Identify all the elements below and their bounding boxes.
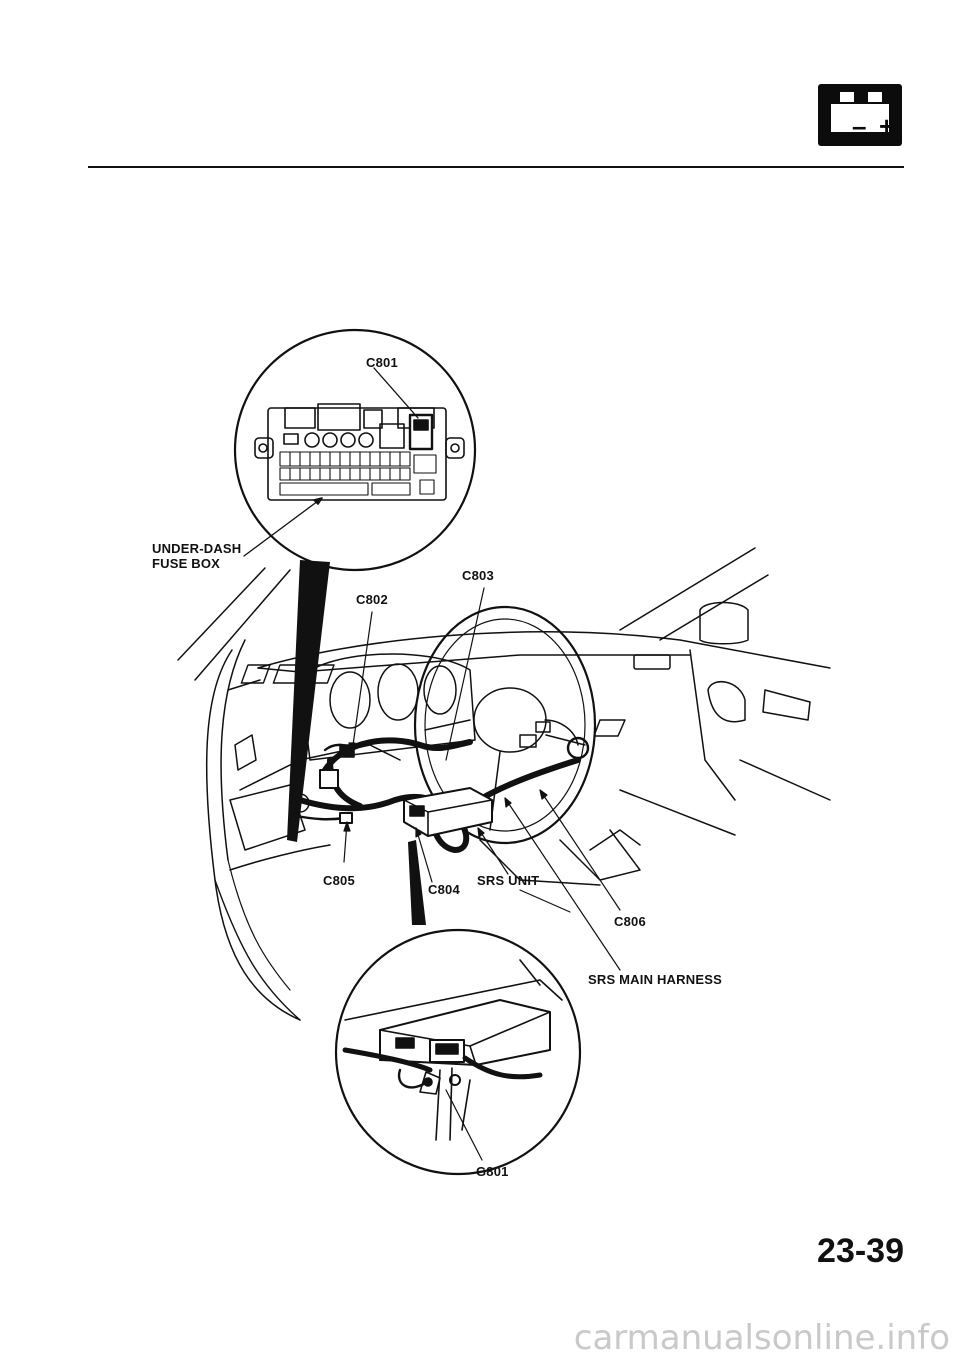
srs-unit-detail-circle	[334, 928, 582, 1176]
dashboard-drawing	[177, 547, 831, 1021]
label-c805: C805	[323, 873, 355, 888]
label-c803: C803	[462, 568, 494, 583]
label-c804: C804	[428, 882, 460, 897]
header-rule	[88, 166, 904, 168]
label-c802: C802	[356, 592, 388, 607]
label-g801: G801	[476, 1164, 509, 1179]
footer-watermark[interactable]: carmanualsonline.info	[573, 1318, 950, 1358]
label-under-dash-fuse-box-line2: FUSE BOX	[152, 556, 221, 571]
label-under-dash-fuse-box-line1: UNDER-DASH	[152, 541, 242, 556]
fuse-box-detail-circle	[233, 328, 477, 572]
label-c801: C801	[366, 355, 398, 370]
label-srs-unit: SRS UNIT	[477, 873, 540, 888]
battery-minus-sign: –	[852, 111, 867, 141]
page-number: 23-39	[817, 1232, 904, 1270]
label-srs-main-harness: SRS MAIN HARNESS	[588, 972, 722, 987]
battery-icon: – +	[818, 84, 902, 146]
battery-plus-sign: +	[879, 111, 895, 141]
label-c806: C806	[614, 914, 646, 929]
